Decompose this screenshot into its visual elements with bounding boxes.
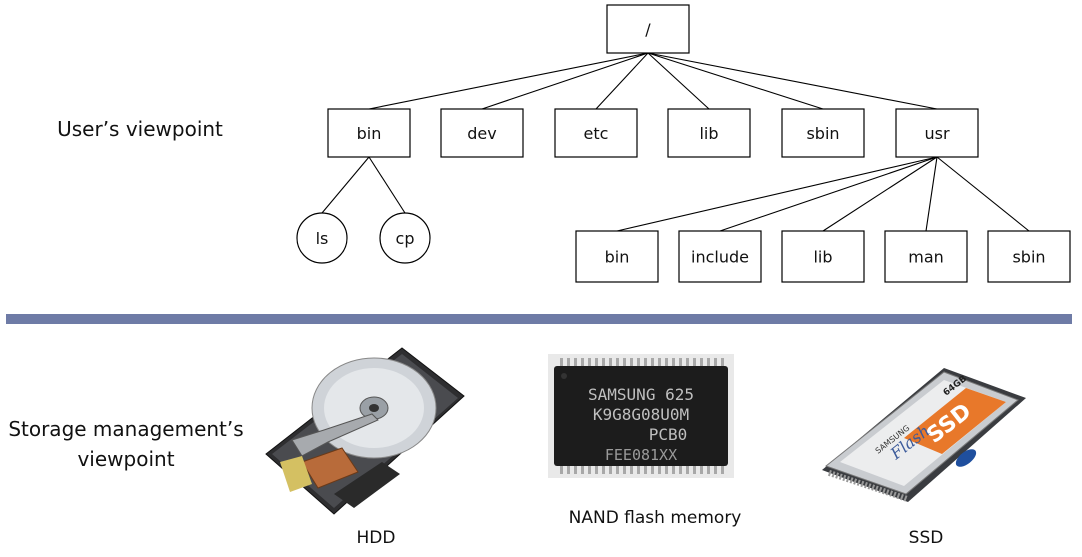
- ssd-label: SSD: [908, 528, 944, 548]
- section-divider: [6, 314, 1072, 324]
- user-viewpoint-label: User’s viewpoint: [57, 117, 223, 141]
- tree-nodes: / bin dev etc lib sbin usr ls cp bin include lib man…: [296, 4, 1071, 283]
- node-lib: lib: [667, 108, 751, 158]
- chip-text-line-2: K9G8G08U0M: [593, 405, 689, 424]
- nand-label: NAND flash memory: [568, 508, 742, 528]
- node-usr-sbin: sbin: [987, 230, 1071, 283]
- node-bin-cp: cp: [379, 212, 431, 264]
- tree-edges: [321, 52, 1030, 232]
- directory-tree: / bin dev etc lib sbin usr ls cp bin include lib man…: [296, 4, 1071, 283]
- chip-text-line-3: PCB0: [649, 425, 688, 444]
- edge-usr-man: [925, 156, 938, 232]
- node-usr-sbin-label: sbin: [1012, 248, 1045, 267]
- node-usr-include-label: include: [691, 248, 749, 267]
- node-bin: bin: [327, 108, 411, 158]
- edge-root-usr: [647, 52, 938, 110]
- node-sbin: sbin: [781, 108, 865, 158]
- ssd-connector-pins: [827, 469, 908, 502]
- chip-pins: [560, 358, 724, 474]
- node-usr-man: man: [884, 230, 968, 283]
- node-root: /: [606, 4, 690, 54]
- node-etc: etc: [554, 108, 638, 158]
- node-root-label: /: [645, 20, 651, 39]
- node-bin-label: bin: [357, 124, 382, 143]
- hdd-label: HDD: [356, 528, 396, 548]
- node-usr-lib-label: lib: [813, 248, 832, 267]
- node-lib-label: lib: [699, 124, 718, 143]
- node-dev-label: dev: [467, 124, 496, 143]
- edge-root-etc: [595, 52, 649, 110]
- edge-root-bin: [368, 52, 649, 110]
- edge-bin-cp: [368, 156, 406, 214]
- nand-chip-image: SAMSUNG 625 K9G8G08U0M PCB0 FEE081XX: [548, 354, 734, 478]
- edge-bin-ls: [321, 156, 370, 214]
- node-usr: usr: [895, 108, 979, 158]
- node-bin-ls-label: ls: [316, 229, 329, 248]
- node-etc-label: etc: [584, 124, 609, 143]
- node-usr-bin-label: bin: [605, 248, 630, 267]
- node-usr-include: include: [678, 230, 762, 283]
- edge-usr-lib: [822, 156, 938, 232]
- storage-viewpoint-label: Storage management’s viewpoint: [8, 417, 244, 471]
- node-sbin-label: sbin: [806, 124, 839, 143]
- node-usr-man-label: man: [908, 248, 944, 267]
- hdd-image: [265, 347, 465, 515]
- node-bin-cp-label: cp: [396, 229, 415, 248]
- node-dev: dev: [440, 108, 524, 158]
- node-usr-bin: bin: [575, 230, 659, 283]
- chip-text-line-1: SAMSUNG 625: [588, 385, 694, 404]
- node-usr-lib: lib: [781, 230, 865, 283]
- node-bin-ls: ls: [296, 212, 348, 264]
- chip-text-line-4: FEE081XX: [605, 446, 677, 464]
- edge-usr-include: [719, 156, 938, 232]
- edge-root-sbin: [647, 52, 824, 110]
- edge-root-dev: [481, 52, 649, 110]
- ssd-image: SSD Flash SAMSUNG 64GB: [822, 368, 1026, 502]
- node-usr-label: usr: [924, 124, 949, 143]
- edge-root-lib: [647, 52, 710, 110]
- edge-usr-sbin: [936, 156, 1030, 232]
- edge-usr-bin: [616, 156, 938, 232]
